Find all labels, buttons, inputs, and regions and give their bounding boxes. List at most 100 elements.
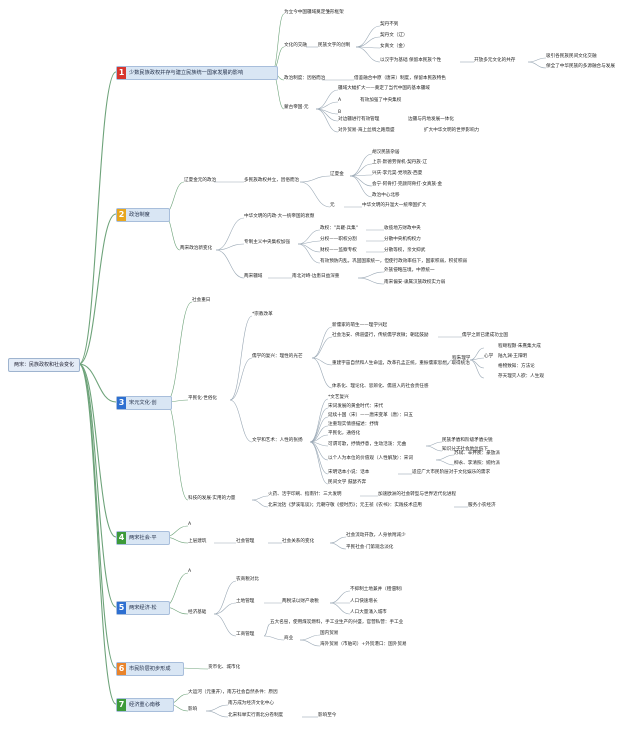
node[interactable]: 社会重日 <box>192 298 211 303</box>
node[interactable]: 经济基础 <box>188 610 207 615</box>
node[interactable]: 平民化，通俗化 <box>328 431 361 436</box>
node[interactable]: 货币化、城市化 <box>208 665 241 670</box>
node[interactable]: 扩大中华文明的世界影响力 <box>424 128 480 133</box>
node[interactable]: 外族侵略压境，中原统一 <box>384 268 435 273</box>
node[interactable]: 柳永、李清照：婉约派 <box>454 461 500 466</box>
node[interactable]: 会宁·阿骨打·完颜阿骨打·女真族·金 <box>372 182 443 187</box>
node[interactable]: 科技的发展·实用的力量 <box>188 496 236 501</box>
node[interactable]: 元 <box>330 203 335 208</box>
node[interactable]: 宋词发展的黄金时代：宋代 <box>328 404 384 409</box>
node[interactable]: 中华文明的升温大一统帝国扩大 <box>362 203 427 208</box>
node[interactable]: 可谓可歌，抒情抒意，生动活泼：元曲 <box>328 442 407 447</box>
node[interactable]: 民族矛盾和阶级矛盾尖锐 <box>442 438 493 443</box>
node[interactable]: 契丹不到 <box>380 22 399 27</box>
node[interactable]: 存天理灭人欲：人生观 <box>498 374 544 379</box>
node[interactable]: 社会关系的变化 <box>282 539 315 544</box>
node[interactable]: *宗教改革 <box>252 312 273 317</box>
node[interactable]: B <box>338 110 342 115</box>
node[interactable]: 两宋疆域 <box>244 274 263 279</box>
node[interactable]: 北宋科举实行南北分卷制度 <box>228 713 284 718</box>
node[interactable]: 蒙古帝国·元 <box>284 105 309 110</box>
node[interactable]: 南北对峙·边患日益深重 <box>292 274 340 279</box>
node[interactable]: 体系化、理论化、思辨化、儒道入的社会责任感 <box>332 384 429 389</box>
node[interactable]: 大运河（元重开），南方社会自然条件：原因 <box>188 690 278 695</box>
node[interactable]: 专制主义中央集权加强 <box>244 240 290 245</box>
node[interactable]: 对外贸易·海上丝绸之路鼎盛 <box>338 128 395 133</box>
node[interactable]: 宋明话本小说：话本 <box>328 470 370 475</box>
node[interactable]: 为立今中国疆域奠定雏形框架 <box>284 10 344 15</box>
node[interactable]: 北宋沈括《梦溪笔谈》；元朝守敬《授时历》；元王祯《农书》：实践技术应用 <box>268 503 422 508</box>
node[interactable]: 平民化·世俗化 <box>188 396 218 401</box>
node[interactable]: 财权——监察专权 <box>320 248 357 253</box>
node[interactable]: 影响至今 <box>318 713 337 718</box>
node[interactable]: 胡汉民族杂居 <box>372 150 400 155</box>
node[interactable]: 分散等权，亲文抑武 <box>384 248 426 253</box>
node[interactable]: 政治中心北移 <box>372 193 400 198</box>
node[interactable]: 政治制度：因俗而治 <box>284 76 326 81</box>
node[interactable]: 五大名窑，使用煤炭燃料，手工业生产的兴盛，官营私营：手工业 <box>270 620 404 625</box>
node[interactable]: 人口快速增长 <box>350 599 378 604</box>
node[interactable]: 有效预防内乱，巩固国家统一，但使行政效率低下，国家积弱，积贫积弱 <box>320 259 468 264</box>
node[interactable]: 上层建筑 <box>188 539 207 544</box>
node[interactable]: 苏轼、辛弃疾：豪放派 <box>454 451 500 456</box>
node[interactable]: 儒学之新已建成功立国 <box>462 333 508 338</box>
node[interactable]: 格物致知：方法论 <box>498 364 535 369</box>
node[interactable]: 火药、活字印刷、指南针：三大发明 <box>268 492 342 497</box>
node[interactable]: 以个人为本位的价值观（人性解放）：宋词 <box>328 456 413 461</box>
node[interactable]: 疆域大幅扩大——奠定了当代中国的基本疆域 <box>338 86 430 91</box>
node[interactable]: 以汉字为基础 保留本民族个性 <box>380 58 442 63</box>
node[interactable]: 土地管理 <box>236 599 255 604</box>
node[interactable]: 收揽地方财政中央 <box>384 226 421 231</box>
node[interactable]: 文学和艺术：人性的张扬 <box>252 438 303 443</box>
node[interactable]: 社会治安、佛道盛行，传统儒学衰微；朝廷鼓励 <box>332 333 429 338</box>
node[interactable]: 农商税对比 <box>236 577 259 582</box>
node[interactable]: 中华文明的内政·大一统帝国的衰颓 <box>244 214 315 219</box>
node[interactable]: 开放多元文化的共存 <box>474 58 516 63</box>
node[interactable]: 上京·默德劳保机·契丹族·辽 <box>372 160 427 165</box>
node[interactable]: 南方成为经济文化中心 <box>228 701 274 706</box>
node[interactable]: A <box>338 98 342 103</box>
node[interactable]: 社会流动开放，人身依附减少 <box>346 533 406 538</box>
node[interactable]: 新儒家的萌生——理学兴起 <box>332 323 388 328</box>
node[interactable]: 海外贸易（市舶司）+外贸港口：国外贸易 <box>320 642 407 647</box>
node[interactable]: 平民社会·门第观念淡化 <box>346 545 394 550</box>
node[interactable]: 国内贸易 <box>320 631 339 636</box>
node[interactable]: 分散中央机构权力 <box>384 237 421 242</box>
node[interactable]: 南宋偏安·隶属汉族政权实力弱 <box>384 280 446 285</box>
node[interactable]: 分权——职权分割 <box>320 237 357 242</box>
node[interactable]: 辽夏金元的政治 <box>184 178 217 183</box>
node[interactable]: A <box>188 522 192 527</box>
node[interactable]: 人口大量涌入城市 <box>350 610 387 615</box>
node[interactable]: 知识分子社会地位低下 <box>442 447 488 452</box>
node[interactable]: 有效加强了中央集权 <box>360 98 402 103</box>
node[interactable]: 重建宇宙自然和人生命运，改革孔孟正统，重振儒家思想，取得统治 <box>332 361 470 366</box>
node[interactable]: 社会管理 <box>236 539 255 544</box>
node[interactable]: 文化的交融 <box>284 43 307 48</box>
node[interactable]: 多民族政权并立，因俗而治 <box>244 178 300 183</box>
node[interactable]: 心学 <box>484 354 494 359</box>
node[interactable]: 儒学的复兴：理性的光芒 <box>252 354 303 359</box>
node[interactable]: 民间文学 鼓瑟齐奔 <box>328 480 367 485</box>
node[interactable]: 对边疆进行有效管理 <box>338 117 380 122</box>
node[interactable]: 政权："兵罷·兵集" <box>320 226 358 231</box>
node[interactable]: 吸引各民族民间文化交融 <box>546 54 597 59</box>
node[interactable]: 适应广大市民阶层对于文化娱乐的需求 <box>412 470 491 475</box>
node[interactable]: 商业 <box>284 636 294 641</box>
node[interactable]: 程朱理学 <box>452 356 471 361</box>
node[interactable]: 延续十国（宋）——唐宋变革（唐）：日五 <box>328 413 413 418</box>
node[interactable]: *文艺复兴 <box>328 395 349 400</box>
node[interactable]: 两税法以财产收税 <box>282 599 319 604</box>
node[interactable]: 工商管理 <box>236 632 255 637</box>
node[interactable]: 民族文字的创制 <box>318 43 351 48</box>
node[interactable]: 边疆与内地发展一体化 <box>408 117 454 122</box>
node[interactable]: 注重现实情感描述：抒情 <box>328 422 379 427</box>
node[interactable]: 两宋政治新变化 <box>180 246 213 251</box>
node[interactable]: 辽夏金 <box>330 172 344 177</box>
